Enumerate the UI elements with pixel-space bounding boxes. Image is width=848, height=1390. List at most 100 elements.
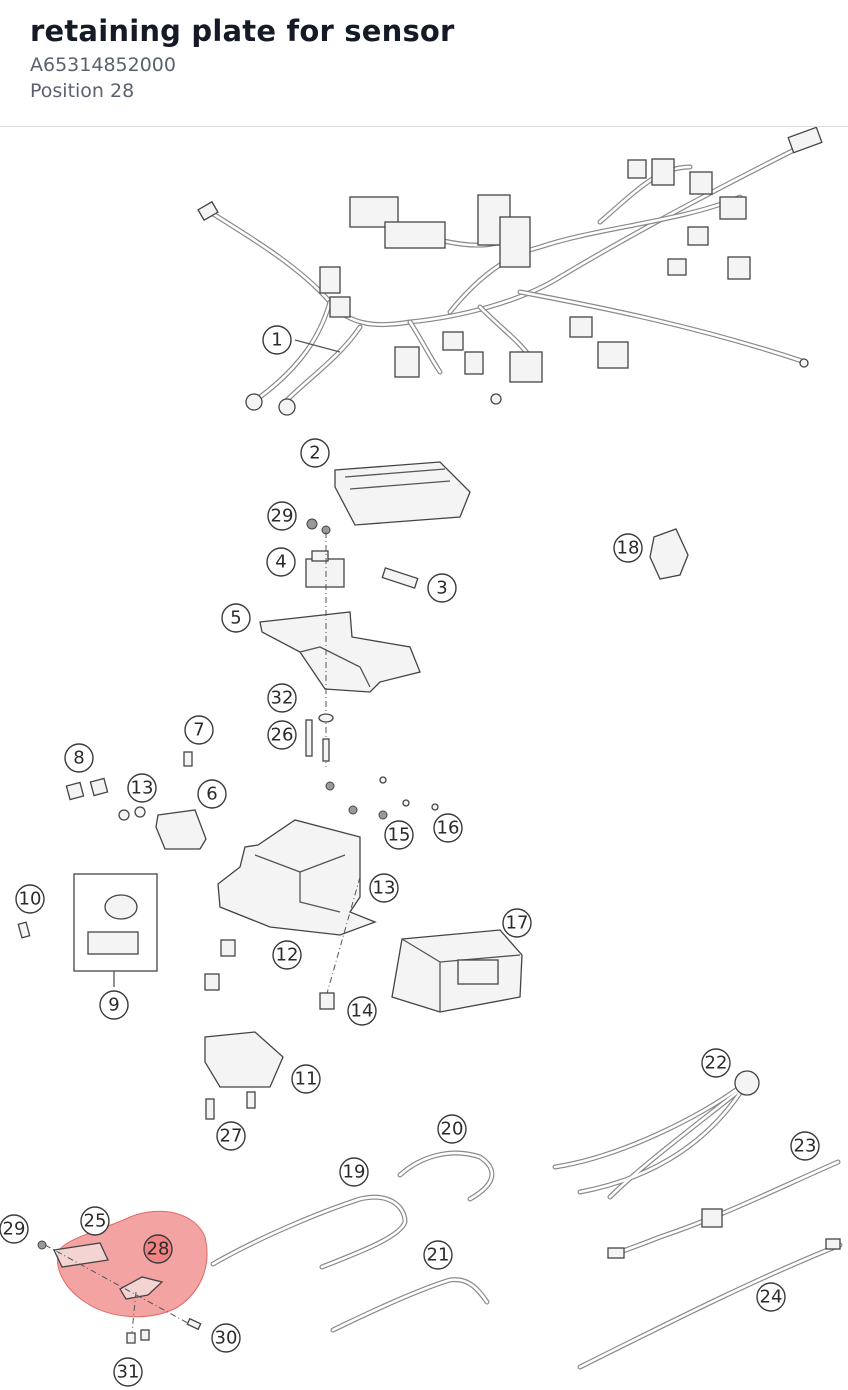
callout-21[interactable]: 21 [423,1240,453,1270]
exploded-parts-diagram: 1 2 29 4 3 18 5 32 26 7 8 [0,127,843,1387]
callout-16[interactable]: 16 [433,813,463,843]
callout-11[interactable]: 11 [291,1064,321,1094]
part-rubber-mounts[interactable] [204,939,335,1010]
part-control-unit[interactable] [204,1031,284,1120]
part-nuts[interactable] [325,776,439,820]
svg-text:16: 16 [437,818,460,839]
page-header: retaining plate for sensor A65314852000 … [0,0,848,127]
callout-24[interactable]: 24 [756,1282,786,1312]
svg-text:29: 29 [271,506,294,527]
part-line-20[interactable] [397,1150,495,1202]
svg-text:25: 25 [84,1211,107,1232]
part-wiring-harness[interactable] [197,127,823,416]
svg-text:22: 22 [705,1053,728,1074]
callout-6[interactable]: 6 [197,779,227,809]
svg-text:31: 31 [117,1362,140,1383]
highlight-retaining-plate[interactable] [57,1210,208,1318]
svg-text:29: 29 [3,1219,26,1240]
svg-text:23: 23 [794,1136,817,1157]
svg-text:15: 15 [388,825,411,846]
callout-1[interactable]: 1 [262,325,341,355]
svg-text:7: 7 [193,720,204,741]
svg-text:8: 8 [73,748,84,769]
callout-3[interactable]: 3 [427,573,457,603]
callout-25[interactable]: 25 [80,1206,110,1236]
callout-19[interactable]: 19 [339,1157,369,1187]
callout-26[interactable]: 26 [267,720,297,750]
svg-text:14: 14 [351,1001,374,1022]
callout-23[interactable]: 23 [790,1131,820,1161]
svg-text:27: 27 [220,1126,243,1147]
part-connector-cap[interactable] [649,528,689,580]
svg-text:32: 32 [271,688,294,709]
svg-text:24: 24 [760,1287,783,1308]
svg-text:6: 6 [206,784,217,805]
part-module-kit[interactable] [73,873,158,987]
svg-text:9: 9 [108,995,119,1016]
part-title: retaining plate for sensor [30,14,455,48]
svg-text:13: 13 [373,878,396,899]
svg-text:3: 3 [436,578,447,599]
svg-text:1: 1 [271,330,282,351]
callout-27[interactable]: 27 [216,1121,246,1151]
part-cable-23[interactable] [607,1159,841,1259]
svg-text:12: 12 [276,945,299,966]
callout-32[interactable]: 32 [267,683,297,713]
svg-text:2: 2 [309,443,320,464]
callout-29-bottom[interactable]: 29 [0,1214,29,1244]
callout-14[interactable]: 14 [347,996,377,1026]
callout-30[interactable]: 30 [211,1323,241,1353]
svg-text:20: 20 [441,1119,464,1140]
svg-text:17: 17 [506,913,529,934]
callout-4[interactable]: 4 [266,547,296,577]
part-screw[interactable] [305,719,330,762]
svg-text:5: 5 [230,608,241,629]
callout-22[interactable]: 22 [701,1048,731,1078]
part-retaining-plate[interactable] [53,1242,164,1300]
part-cable-24[interactable] [577,1238,843,1370]
part-position: Position 28 [30,80,135,102]
svg-text:18: 18 [617,538,640,559]
part-nut[interactable] [306,518,331,535]
svg-text:30: 30 [215,1328,238,1349]
svg-text:19: 19 [343,1162,366,1183]
svg-text:21: 21 [427,1245,450,1266]
callout-9[interactable]: 9 [99,990,129,1020]
part-line-21[interactable] [330,1277,490,1333]
callout-5[interactable]: 5 [221,603,251,633]
callout-17[interactable]: 17 [502,908,532,938]
part-grommet[interactable] [118,806,146,821]
part-fuse[interactable] [381,567,419,589]
svg-text:10: 10 [19,889,42,910]
callout-13-left[interactable]: 13 [127,773,157,803]
callout-13-right[interactable]: 13 [369,873,399,903]
part-socket-cable[interactable] [552,1070,760,1200]
callout-15[interactable]: 15 [384,820,414,850]
callout-29-top[interactable]: 29 [267,501,297,531]
part-ecu[interactable] [334,461,471,526]
callout-28[interactable]: 28 [143,1234,173,1264]
svg-text:11: 11 [295,1069,318,1090]
part-clip[interactable] [183,751,193,767]
svg-text:4: 4 [275,552,286,573]
part-starter-relay[interactable] [155,809,207,850]
callout-10[interactable]: 10 [15,884,45,914]
part-washer[interactable] [318,713,334,723]
part-battery[interactable] [391,929,523,1013]
part-bolt[interactable] [17,921,31,939]
callout-20[interactable]: 20 [437,1114,467,1144]
part-relay[interactable] [305,550,345,588]
part-battery-tray[interactable] [217,819,377,936]
callout-2[interactable]: 2 [300,438,330,468]
callout-7[interactable]: 7 [184,715,214,745]
part-bracket[interactable] [259,611,421,693]
callout-18[interactable]: 18 [613,533,643,563]
callout-8[interactable]: 8 [64,743,94,773]
callout-12[interactable]: 12 [272,940,302,970]
part-small-fasteners[interactable] [37,1240,202,1344]
part-holder[interactable] [65,777,109,801]
svg-text:26: 26 [271,725,294,746]
part-line-19[interactable] [210,1194,408,1270]
callout-31[interactable]: 31 [113,1357,143,1387]
svg-text:28: 28 [147,1239,170,1260]
